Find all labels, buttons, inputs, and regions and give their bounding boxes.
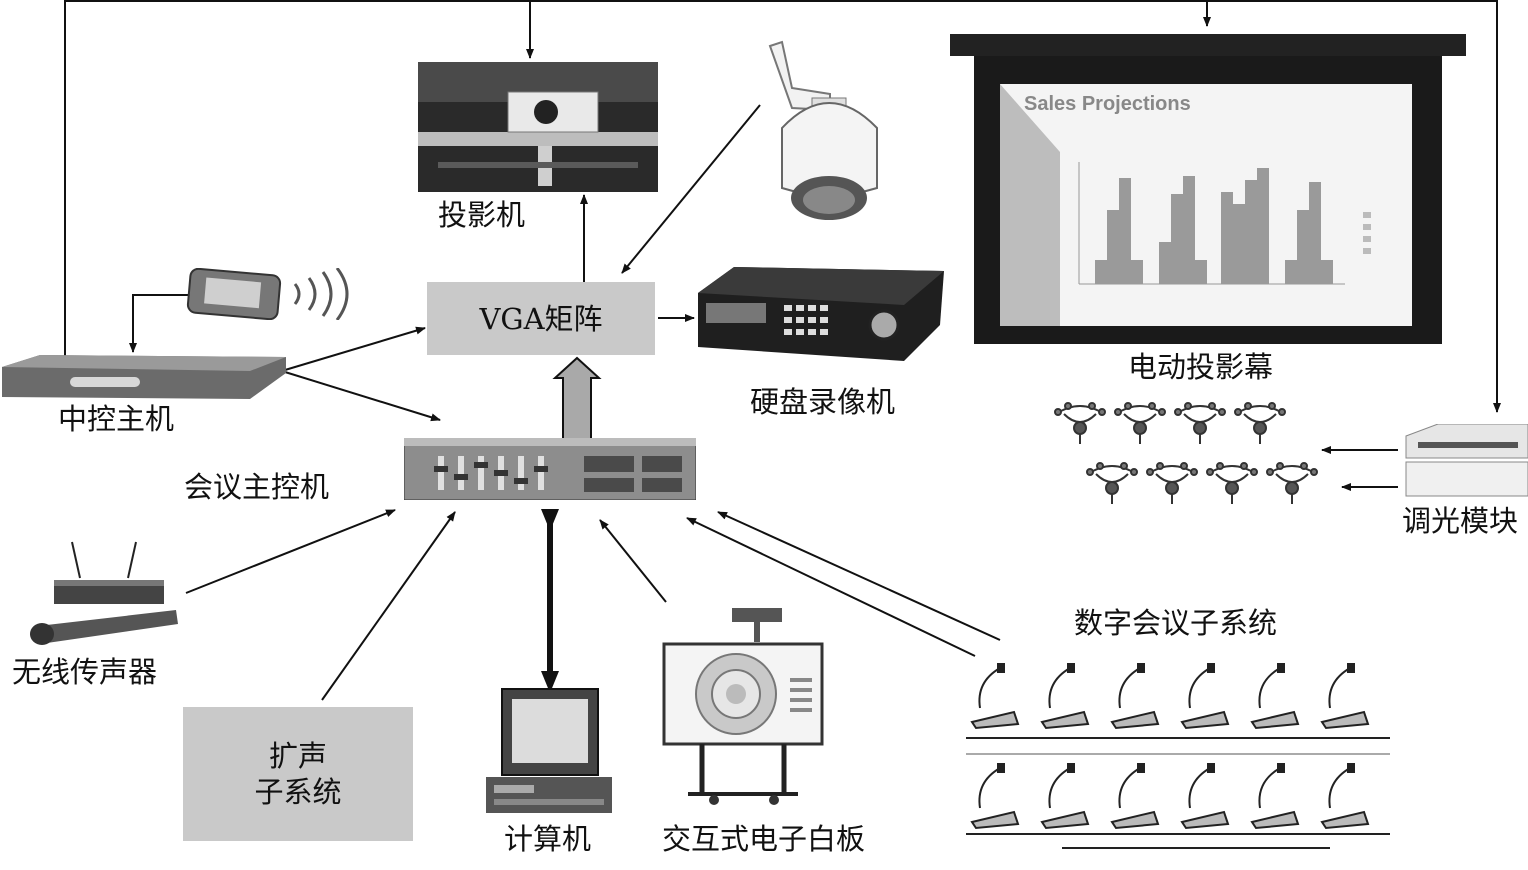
pa-to-host-arrow bbox=[321, 511, 456, 701]
conference-to-host-arrow-1 bbox=[686, 517, 976, 657]
conference-microphones bbox=[966, 663, 1390, 849]
remote-link-line bbox=[129, 294, 190, 353]
vga-matrix-label: VGA矩阵 bbox=[479, 301, 603, 336]
controller-to-matrix-arrow bbox=[284, 326, 426, 371]
screen-slide-title: Sales Projections bbox=[1024, 93, 1191, 115]
whiteboard-to-host-arrow bbox=[599, 519, 667, 603]
projection-screen-device bbox=[950, 34, 1466, 344]
control-bus-lines bbox=[64, 0, 1501, 413]
pa-subsystem-label: 扩声 子系统 bbox=[254, 739, 342, 809]
computer-device bbox=[486, 688, 612, 813]
vga-matrix-box: VGA矩阵 bbox=[427, 282, 655, 355]
digital-conference-label: 数字会议子系统 bbox=[1074, 606, 1278, 640]
camera-to-matrix-arrow bbox=[621, 104, 761, 274]
central-controller-device bbox=[2, 355, 286, 399]
chandelier-lights bbox=[1054, 402, 1318, 505]
computer-label: 计算机 bbox=[504, 822, 592, 856]
dimmer-module-device bbox=[1405, 424, 1528, 497]
conference-host-device bbox=[404, 438, 696, 500]
whiteboard-label: 交互式电子白板 bbox=[662, 822, 866, 856]
host-to-matrix-big-arrow bbox=[552, 356, 602, 441]
dimmer-label: 调光模块 bbox=[1402, 504, 1519, 538]
screen-label: 电动投影幕 bbox=[1128, 350, 1274, 384]
dome-camera-device bbox=[768, 40, 878, 220]
dvr-label: 硬盘录像机 bbox=[750, 385, 896, 419]
mic-to-host-arrow bbox=[185, 509, 396, 594]
wireless-mic-device bbox=[30, 541, 178, 645]
conference-to-host-arrow-2 bbox=[717, 511, 1001, 641]
controller-to-host-arrow bbox=[284, 371, 441, 422]
conference-host-label: 会议主控机 bbox=[184, 470, 330, 504]
pa-subsystem-box: 扩声 子系统 bbox=[183, 707, 413, 841]
screen-slide-bar-graphic bbox=[1078, 162, 1371, 285]
projector-device bbox=[418, 62, 658, 192]
interactive-whiteboard-device bbox=[662, 608, 824, 805]
central-controller-label: 中控主机 bbox=[58, 402, 175, 436]
touch-panel-device bbox=[186, 268, 349, 320]
dvr-device bbox=[698, 267, 944, 361]
projector-label: 投影机 bbox=[438, 198, 526, 232]
wireless-mic-label: 无线传声器 bbox=[12, 655, 158, 689]
